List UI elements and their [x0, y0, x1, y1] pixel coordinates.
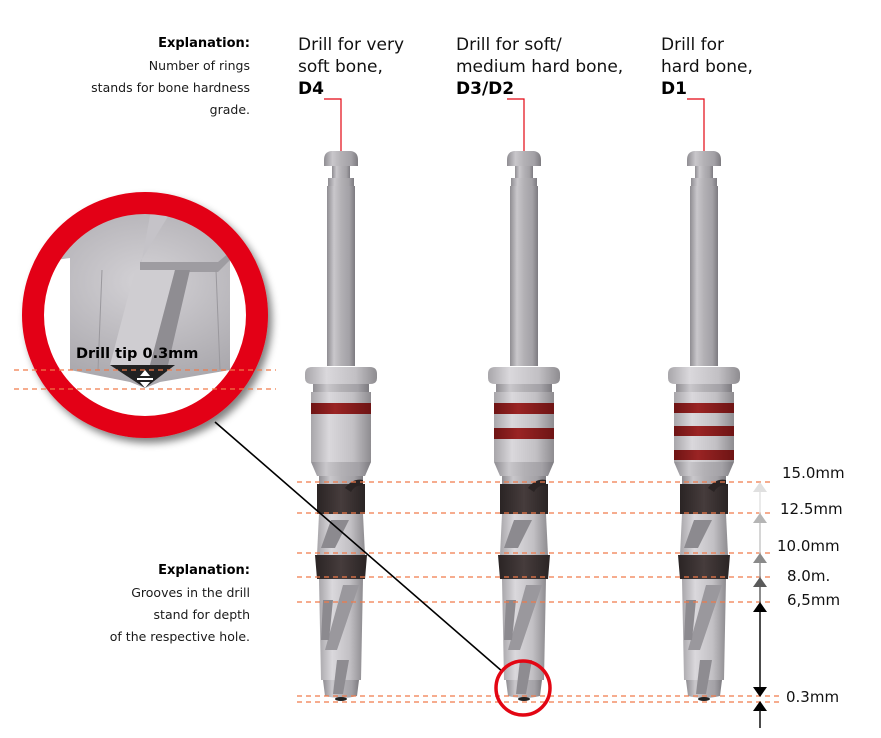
drill-d3-d2	[488, 151, 560, 701]
hardness-ring	[494, 428, 554, 439]
drill-label-d3-d2: Drill for soft/ medium hard bone, D3/D2	[456, 34, 623, 100]
depth-label-10mm: 10.0mm	[777, 537, 840, 555]
hardness-ring	[311, 403, 371, 414]
magnifier-pointer-line	[214, 421, 504, 673]
depth-label-12-5mm: 12.5mm	[780, 500, 843, 518]
depth-label-8mm: 8.0m.	[787, 567, 831, 585]
explanation-line: Number of rings	[148, 58, 250, 73]
drill-code: D1	[661, 79, 687, 99]
drill-label-line: medium hard bone,	[456, 57, 624, 77]
depth-guides	[297, 481, 780, 703]
explanation-title: Explanation:	[158, 36, 250, 51]
drill-label-line: Drill for very	[298, 35, 405, 55]
leader-lines	[324, 98, 705, 153]
hardness-ring	[674, 450, 734, 460]
explanation-line: grade.	[209, 102, 250, 117]
explanation-line: of the respective hole.	[109, 629, 250, 644]
drill-label-d1: Drill for hard bone, D1	[661, 34, 753, 100]
drill-d1	[668, 151, 740, 701]
magnifier	[22, 192, 268, 438]
drill-label-line: hard bone,	[661, 57, 753, 77]
depth-label-15mm: 15.0mm	[782, 464, 845, 482]
tip-highlight-circle	[494, 659, 552, 717]
depth-label-0-3mm: 0.3mm	[786, 688, 840, 706]
explanation-line: Grooves in the drill	[131, 585, 250, 600]
drill-label-line: Drill for soft/	[456, 35, 562, 55]
explanation-line: stands for bone hardness	[91, 80, 250, 95]
drill-tip-label: Drill tip 0.3mm	[76, 346, 199, 362]
explanation-line: stand for depth	[153, 607, 250, 622]
explanation-grooves: Explanation: Grooves in the drill stand …	[40, 560, 250, 648]
hardness-ring	[494, 403, 554, 414]
depth-label-6-5mm: 6,5mm	[787, 591, 841, 609]
drill-label-line: soft bone,	[298, 57, 383, 77]
drill-label-line: Drill for	[661, 35, 725, 55]
drill-code: D4	[298, 79, 324, 99]
hardness-ring	[674, 403, 734, 413]
depth-arrows	[753, 482, 767, 728]
drill-label-d4: Drill for very soft bone, D4	[298, 34, 404, 100]
drill-code: D3/D2	[456, 79, 515, 99]
explanation-rings: Explanation: Number of rings stands for …	[40, 33, 250, 121]
explanation-title: Explanation:	[158, 563, 250, 578]
hardness-ring	[674, 426, 734, 436]
drill-d4	[305, 151, 377, 701]
